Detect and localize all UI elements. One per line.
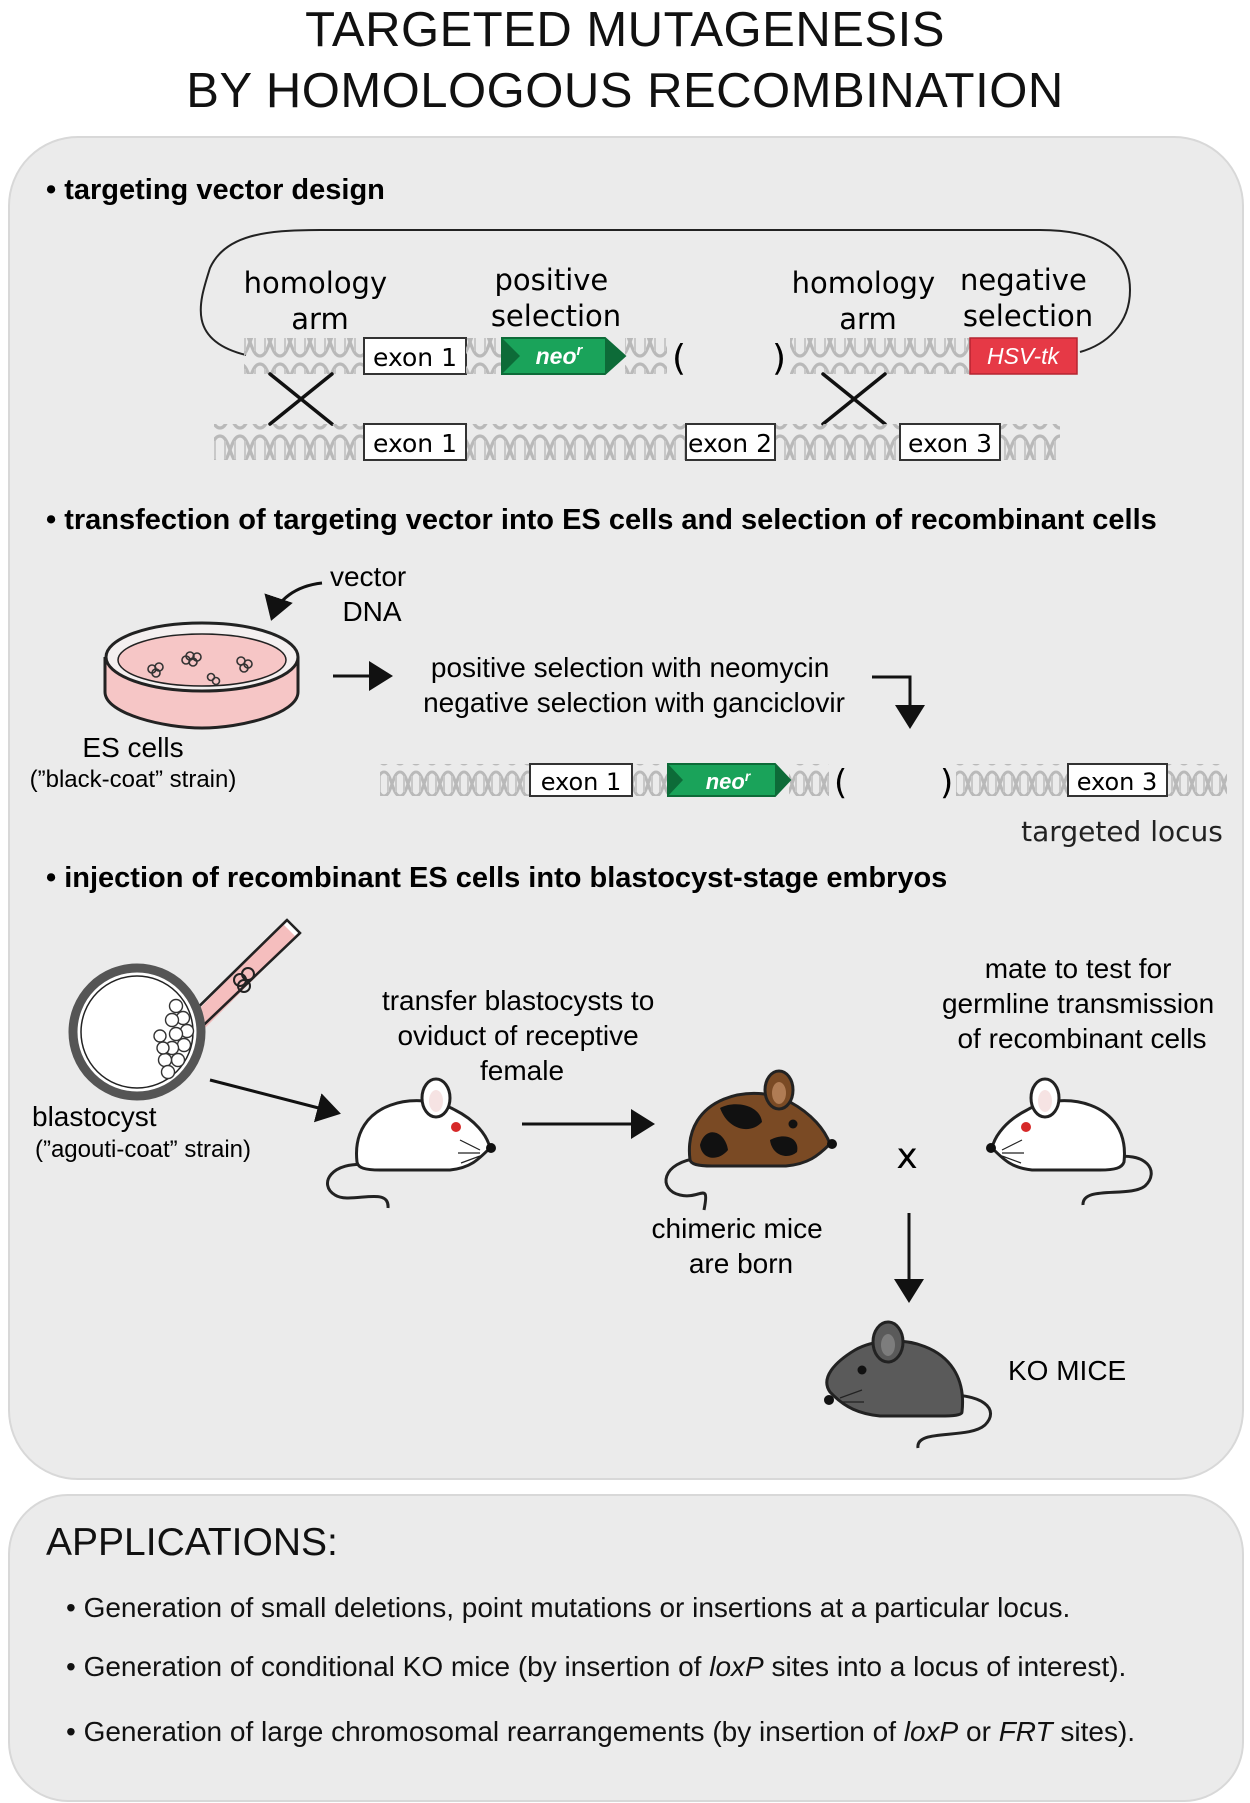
white-mouse-icon xyxy=(986,1077,1153,1206)
section-heading-injection: • injection of recombinant ES cells into… xyxy=(46,862,947,894)
svg-text:neor: neor xyxy=(536,342,584,369)
svg-text:exon 3: exon 3 xyxy=(1077,768,1158,796)
cross-icon: x xyxy=(896,1136,917,1177)
genomic-exon3-box: exon 3 xyxy=(899,423,1001,461)
application-item: • Generation of conditional KO mice (by … xyxy=(66,1651,1127,1682)
targeted-exon1-box: exon 1 xyxy=(529,763,633,797)
targeted-locus-label: targeted locus xyxy=(1021,815,1223,848)
blastocyst-label: blastocyst xyxy=(32,1101,157,1132)
hsv-tk-cassette: HSV-tk xyxy=(969,337,1078,375)
dna-strand-icon xyxy=(790,338,970,374)
svg-text:HSV-tk: HSV-tk xyxy=(987,343,1060,369)
targeted-exon3-box: exon 3 xyxy=(1067,763,1168,797)
petri-dish-icon xyxy=(103,621,300,730)
svg-text:exon 1: exon 1 xyxy=(373,343,457,372)
svg-text:exon 3: exon 3 xyxy=(908,429,992,458)
chimeric-text: chimeric mice are born xyxy=(652,1213,831,1279)
dna-strand-icon xyxy=(380,764,1227,796)
title-line-1: TARGETED MUTAGENESIS xyxy=(305,3,945,57)
crossover-cross-icon xyxy=(268,372,887,426)
page-title: TARGETED MUTAGENESIS BY HOMOLOGOUS RECOM… xyxy=(0,0,1250,122)
vector-exon1-box: exon 1 xyxy=(363,337,467,375)
section-heading-transfection: • transfection of targeting vector into … xyxy=(46,504,1157,536)
ko-mice-label: KO MICE xyxy=(1008,1355,1126,1386)
arrow-icon xyxy=(264,581,323,621)
homology-arm-right-label: homology arm xyxy=(792,266,945,336)
close-paren: ) xyxy=(772,338,786,379)
es-strain-label: (”black-coat” strain) xyxy=(30,766,237,793)
svg-text:exon 1: exon 1 xyxy=(541,768,622,796)
dna-strand-icon xyxy=(244,338,364,374)
ko-mouse-icon xyxy=(824,1320,992,1449)
open-paren: ( xyxy=(672,338,686,379)
homology-arm-left-label: homology arm xyxy=(244,266,397,336)
transfer-text: transfer blastocysts to oviduct of recep… xyxy=(382,985,662,1086)
blastocyst-strain-label: (”agouti-coat” strain) xyxy=(35,1136,251,1163)
white-mouse-icon xyxy=(326,1077,496,1209)
vector-loop xyxy=(199,229,1132,356)
genomic-exon1-box: exon 1 xyxy=(363,423,467,461)
close-paren: ) xyxy=(940,763,953,803)
negative-selection-label: negative selection xyxy=(960,263,1096,333)
vector-dna-label: vector DNA xyxy=(330,561,414,627)
dna-strand-icon xyxy=(214,424,1060,460)
section-heading-vector-design: • targeting vector design xyxy=(46,174,385,206)
genomic-exon2-box: exon 2 xyxy=(685,423,776,461)
svg-text:exon 2: exon 2 xyxy=(688,429,772,458)
blastocyst-icon xyxy=(68,963,206,1101)
title-line-2: BY HOMOLOGOUS RECOMBINATION xyxy=(186,64,1064,118)
dna-strand-icon xyxy=(625,338,667,374)
pipette-icon xyxy=(173,918,302,1042)
applications-heading: APPLICATIONS: xyxy=(46,1521,338,1564)
targeted-neo-cassette: neor xyxy=(667,763,792,797)
arrow-icon xyxy=(209,1078,341,1123)
application-item: • Generation of large chromosomal rearra… xyxy=(66,1716,1136,1747)
open-paren: ( xyxy=(834,763,847,803)
application-item: • Generation of small deletions, point m… xyxy=(66,1592,1071,1623)
selection-text: positive selection with neomycin negativ… xyxy=(423,652,845,718)
neo-cassette: neor xyxy=(501,337,627,375)
mate-text: mate to test for germline transmission o… xyxy=(942,953,1222,1054)
positive-selection-label: positive selection xyxy=(491,263,621,333)
arrow-icon xyxy=(872,675,925,729)
svg-text:exon 1: exon 1 xyxy=(373,429,457,458)
svg-text:neor: neor xyxy=(706,768,752,794)
es-cells-label: ES cells xyxy=(82,732,183,763)
applications-panel xyxy=(8,1494,1244,1802)
dna-strand-icon xyxy=(466,338,502,374)
chimeric-mouse-icon xyxy=(664,1069,837,1211)
